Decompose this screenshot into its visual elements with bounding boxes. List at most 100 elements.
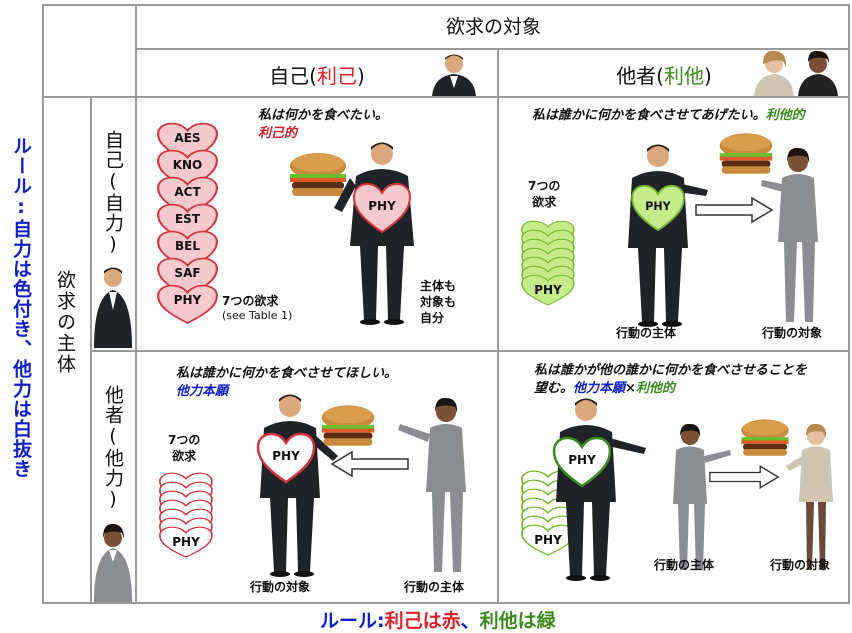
object-title: 欲求の対象 xyxy=(445,16,541,38)
bottom-left-phy-heart: PHY xyxy=(256,432,316,484)
bottom-left-woman-figure xyxy=(398,398,466,572)
top-right-desire-label-line1: 7つの xyxy=(528,179,561,193)
top-left-phy-heart: PHY xyxy=(352,182,412,234)
left-rule: ルール:自力は色付き、他力は白抜き xyxy=(8,136,35,479)
bottom-rule-red: 利己は赤 xyxy=(384,610,461,632)
stacked-heart xyxy=(521,274,575,306)
other-row-woman-photo xyxy=(94,523,132,602)
top-left-tag: 利己的 xyxy=(258,126,298,141)
bottom-right-woman-actor-figure xyxy=(673,424,731,570)
bottom-left-desire-label-line1: 7つの xyxy=(168,433,201,447)
bottom-right-arrow-icon xyxy=(709,465,780,489)
top-left-caption: 私は何かを食べたい。 xyxy=(258,108,389,123)
bottom-left-caption: 私は誰かに何かを食べさせてほしい。 xyxy=(176,366,398,381)
bottom-right-actor-label: 行動の主体 xyxy=(654,558,715,572)
stack-heart-label: PHY xyxy=(172,535,200,549)
grid-line xyxy=(90,350,850,352)
top-left-side-note-line3: 自分 xyxy=(420,311,445,325)
grid-line xyxy=(135,48,850,50)
bottom-left-target-label: 行動の対象 xyxy=(250,580,311,594)
desire-heart-label: BEL xyxy=(175,239,200,253)
self-column-accent: 利己 xyxy=(317,64,357,88)
top-right-arrow-icon xyxy=(695,196,774,224)
stacked-heart xyxy=(159,526,213,558)
top-right-tag: 利他的 xyxy=(765,108,805,123)
bottom-right-tag-blue: 他力本願 xyxy=(573,381,626,396)
bottom-right-caption-line2-row: 望む。他力本願×利他的 xyxy=(534,380,807,398)
top-left-side-note: 主体も 対象も 自分 xyxy=(420,278,456,326)
desire-heart-label: PHY xyxy=(174,293,202,307)
top-left-side-note-line2: 対象も xyxy=(420,295,457,309)
top-left-phy-heart-label: PHY xyxy=(368,199,396,213)
bottom-left-tag: 他力本願 xyxy=(176,384,229,399)
top-right-burger xyxy=(719,133,773,174)
top-right-phy-heart-label: PHY xyxy=(645,200,671,213)
top-left-desire-note: 7つの欲求 (see Table 1) xyxy=(222,292,292,322)
grid-line xyxy=(497,48,499,604)
top-right-caption: 私は誰かに何かを食べさせてあげたい。利他的 xyxy=(532,104,805,123)
top-right-target-label: 行動の対象 xyxy=(762,326,823,340)
top-right-woman-figure xyxy=(761,148,818,322)
bottom-right-burger xyxy=(741,419,789,456)
bottom-right-phy-heart: PHY xyxy=(552,436,612,488)
other-column-label: 他者( xyxy=(616,64,664,88)
desire-heart-label: EST xyxy=(175,212,201,226)
other-column-close: ) xyxy=(704,64,712,88)
top-left-heart-column: AES KNO ACT EST BEL SAF PHY xyxy=(157,122,218,324)
bottom-left-heart-stack: PHY xyxy=(159,472,213,558)
other-header-women-photo xyxy=(754,50,838,96)
bottom-right-caption: 私は誰かが他の誰かに何かを食べさせることを 望む。他力本願×利他的 xyxy=(534,362,807,398)
self-row-man-photo xyxy=(94,267,132,348)
other-column-header: 他者(利他) xyxy=(499,60,829,89)
bottom-rule-green: 利他は緑 xyxy=(479,610,556,632)
bottom-rule-prefix: ルール: xyxy=(320,610,385,632)
bottom-left-burger xyxy=(321,405,375,446)
bottom-left-arrow-icon xyxy=(330,450,409,478)
bottom-right-target-label: 行動の対象 xyxy=(770,558,831,572)
other-row-header: 他者(他力) xyxy=(102,385,124,511)
top-left-burger xyxy=(290,153,346,196)
grid-line xyxy=(90,96,92,604)
bottom-right-phy-heart-label: PHY xyxy=(568,453,596,467)
bottom-left-desire-label: 7つの 欲求 xyxy=(168,432,200,464)
top-right-caption-text: 私は誰かに何かを食べさせてあげたい。 xyxy=(532,108,766,123)
top-left-desire-note-line1: 7つの欲求 xyxy=(222,294,279,308)
top-right-desire-label-line2: 欲求 xyxy=(532,195,557,209)
desire-heart-label: SAF xyxy=(174,266,200,280)
top-right-phy-heart: PHY xyxy=(631,184,685,232)
left-rule-prefix: ルール xyxy=(10,136,32,196)
top-right-desire-label: 7つの 欲求 xyxy=(528,178,560,210)
left-rule-body: :自力は色付き、他力は白抜き xyxy=(10,196,32,479)
self-column-close: ) xyxy=(357,64,365,88)
bottom-rule-sep: 、 xyxy=(460,610,480,632)
grid-line xyxy=(42,96,850,98)
bottom-left-actor-label: 行動の主体 xyxy=(404,580,465,594)
bottom-left-desire-label-line2: 欲求 xyxy=(172,449,197,463)
bottom-right-woman-target-figure xyxy=(786,424,833,570)
bottom-left-phy-heart-label: PHY xyxy=(272,449,300,463)
subject-title: 欲求の主体 xyxy=(54,270,76,375)
desire-heart-label: KNO xyxy=(173,158,203,172)
bottom-right-caption-line1: 私は誰かが他の誰かに何かを食べさせることを xyxy=(534,363,808,378)
desire-heart-label: AES xyxy=(174,131,200,145)
top-right-man-figure xyxy=(628,144,708,327)
top-right-heart-stack: PHY xyxy=(521,220,575,306)
stack-heart-label: PHY xyxy=(534,283,562,297)
desire-heart-label: ACT xyxy=(174,185,201,199)
other-column-accent: 利他 xyxy=(664,64,704,88)
top-left-desire-note-line2: (see Table 1) xyxy=(222,309,293,322)
stack-heart-label: PHY xyxy=(534,533,562,547)
self-column-label: 自己( xyxy=(269,64,317,88)
grid-line xyxy=(135,4,137,604)
top-left-side-note-line1: 主体も xyxy=(420,279,457,293)
bottom-right-caption-line2: 望む。 xyxy=(534,381,574,396)
bottom-right-man-figure xyxy=(556,398,646,581)
desire-heart xyxy=(157,284,218,324)
bottom-right-tag-green: 利他的 xyxy=(635,381,675,396)
self-column-header: 自己(利己) xyxy=(137,60,497,89)
self-header-man-photo xyxy=(432,54,476,96)
self-row-header: 自己(自力) xyxy=(102,130,124,256)
grid-frame xyxy=(42,4,850,604)
bottom-right-tag-sep: × xyxy=(625,381,636,396)
top-right-actor-label: 行動の主体 xyxy=(616,326,677,340)
